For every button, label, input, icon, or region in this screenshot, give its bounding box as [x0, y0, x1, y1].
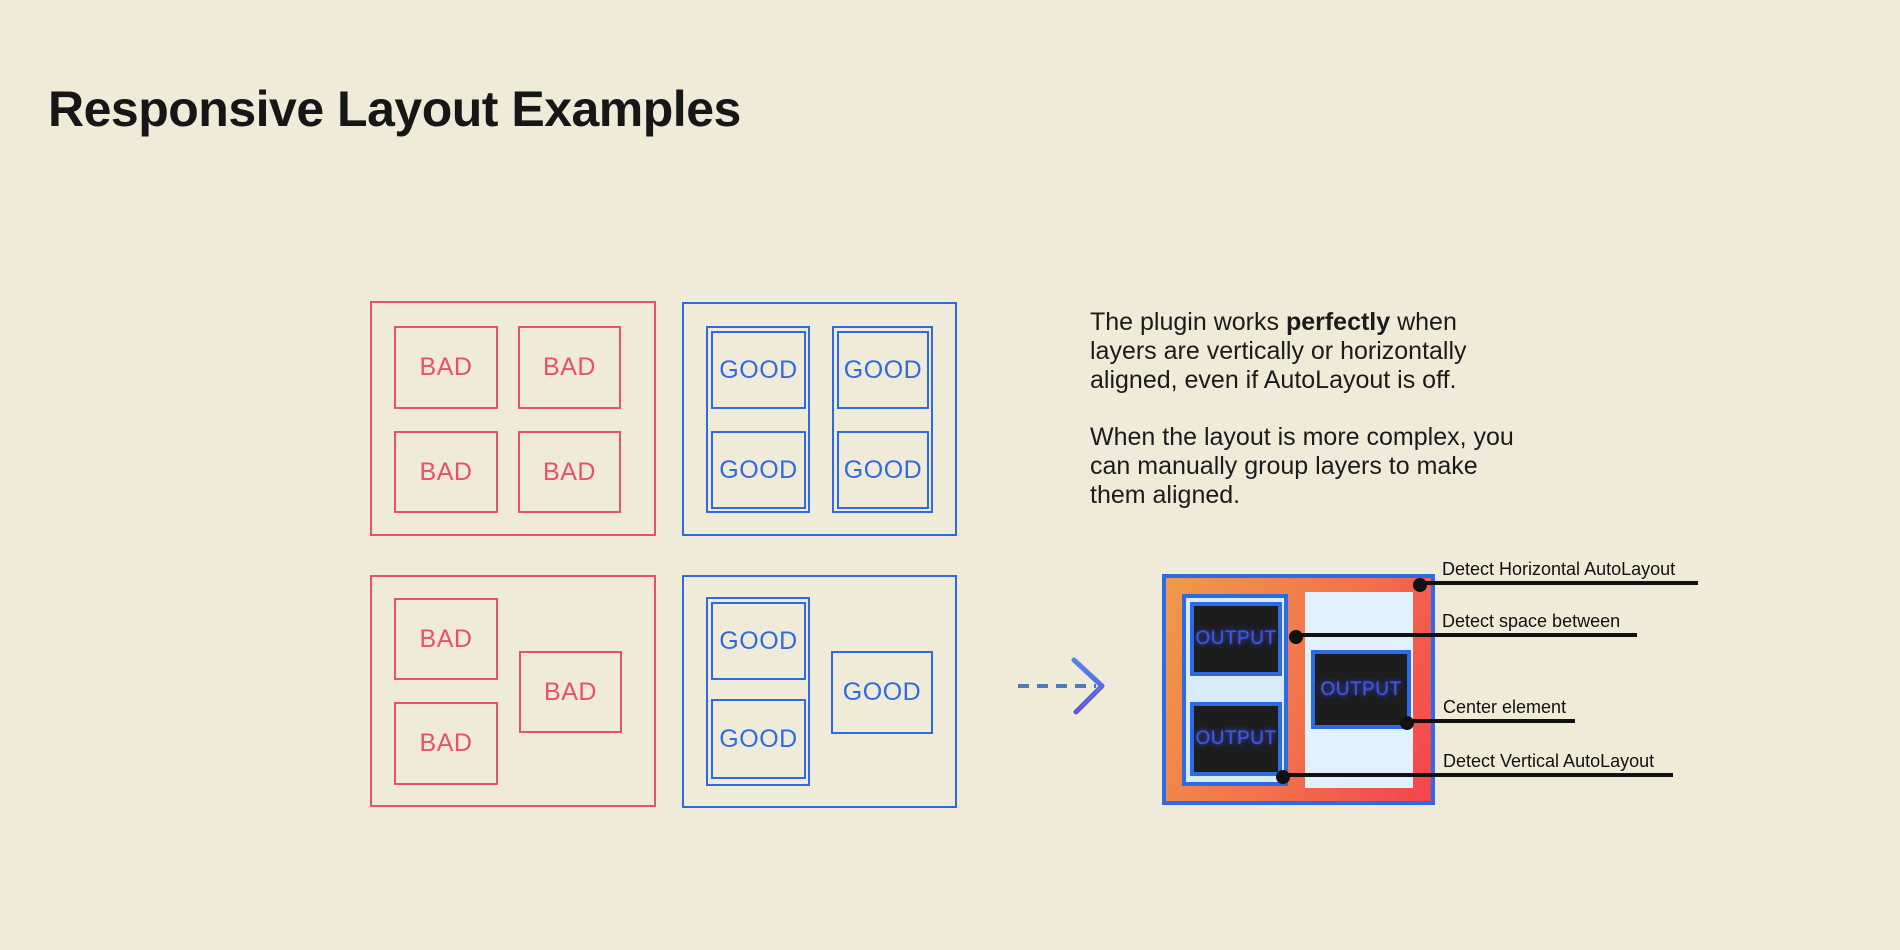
bad-box: BAD: [394, 702, 498, 785]
annotation-dot: [1400, 716, 1414, 730]
page-title: Responsive Layout Examples: [48, 80, 741, 137]
annotation-dot: [1276, 770, 1290, 784]
output-box: OUTPUT: [1311, 650, 1411, 729]
vertical-autolayout-panel: OUTPUT OUTPUT: [1182, 594, 1288, 786]
bad-box: BAD: [518, 431, 621, 513]
annotation-detect-vertical-autolayout: Detect Vertical AutoLayout: [1276, 751, 1673, 784]
annotation-line: [1283, 773, 1673, 777]
dashed-arrow-right-icon: [1008, 648, 1118, 724]
good-example-grid-grouped: GOOD GOOD GOOD: [682, 575, 957, 808]
good-group-column: GOOD GOOD: [706, 597, 810, 786]
annotation-center-element: Center element: [1400, 697, 1575, 730]
description-bold-run: perfectly: [1285, 308, 1391, 336]
good-box: GOOD: [711, 331, 806, 409]
good-group-column: GOOD GOOD: [706, 326, 810, 513]
bad-box: BAD: [519, 651, 622, 733]
good-box: GOOD: [711, 602, 806, 680]
description-text: The plugin works perfectly when layers a…: [1090, 308, 1514, 510]
description-paragraph-1: The plugin works perfectly when layers a…: [1090, 308, 1514, 395]
output-box: OUTPUT: [1190, 602, 1282, 676]
annotation-line: [1296, 633, 1637, 637]
good-box: GOOD: [837, 431, 929, 509]
bad-box: BAD: [518, 326, 621, 409]
annotation-label: Center element: [1443, 697, 1567, 717]
annotation-label: Detect space between: [1442, 611, 1621, 631]
description-text-run: when layers are vertically or horizontal…: [1090, 308, 1467, 394]
good-group-column: GOOD GOOD: [832, 326, 933, 513]
bad-box: BAD: [394, 326, 498, 409]
description-paragraph-2: When the layout is more complex, you can…: [1090, 423, 1514, 509]
annotation-dot: [1413, 578, 1427, 592]
annotation-dot: [1289, 630, 1303, 644]
output-box: OUTPUT: [1190, 702, 1282, 776]
annotation-detect-horizontal-autolayout: Detect Horizontal AutoLayout: [1413, 559, 1698, 592]
bad-example-grid-misaligned: BAD BAD BAD: [370, 575, 656, 807]
bad-box: BAD: [394, 598, 498, 680]
annotation-detect-space-between: Detect space between: [1289, 611, 1637, 644]
annotation-line: [1407, 719, 1575, 723]
output-preview: OUTPUT OUTPUT OUTPUT: [1162, 574, 1435, 805]
annotation-line: [1420, 581, 1698, 585]
annotation-label: Detect Horizontal AutoLayout: [1442, 559, 1676, 579]
good-box: GOOD: [711, 699, 806, 779]
center-element-panel: OUTPUT: [1305, 592, 1413, 788]
bad-example-grid-aligned: BAD BAD BAD BAD: [370, 301, 656, 536]
good-example-grid-aligned: GOOD GOOD GOOD GOOD: [682, 302, 957, 536]
annotation-label: Detect Vertical AutoLayout: [1443, 751, 1655, 771]
good-box: GOOD: [711, 431, 806, 509]
bad-box: BAD: [394, 431, 498, 513]
good-box: GOOD: [837, 331, 929, 409]
good-box: GOOD: [831, 651, 933, 734]
description-text-run: The plugin works: [1090, 308, 1286, 336]
